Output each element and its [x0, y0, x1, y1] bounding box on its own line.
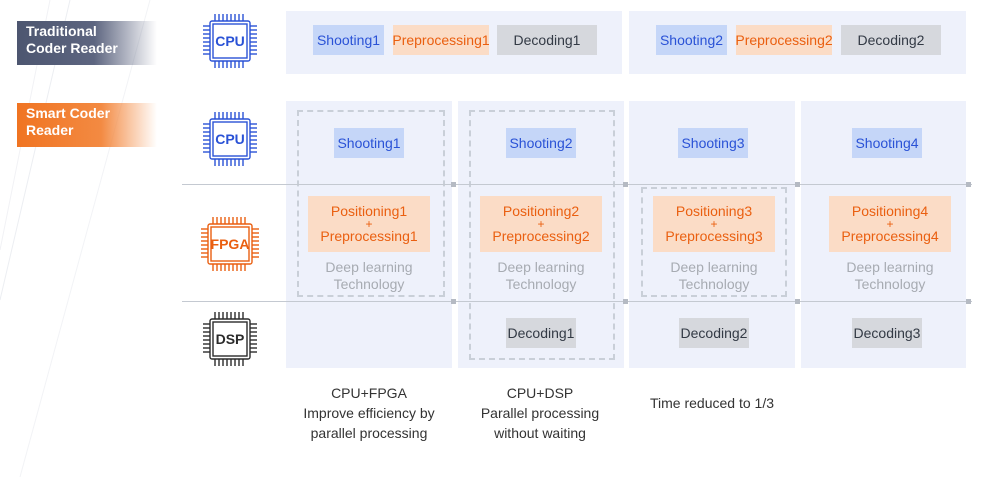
deep-learning-line2: Technology — [505, 276, 577, 292]
caption-line: Time reduced to 1/3 — [650, 395, 774, 411]
smart-positioning-box: Positioning3 + Preprocessing3 — [653, 196, 775, 252]
positioning-text: Positioning4 — [851, 203, 929, 219]
separator-dot — [795, 299, 800, 304]
separator-dot — [966, 299, 971, 304]
smart-decoding-box: Decoding2 — [679, 318, 749, 348]
separator-dot — [966, 182, 971, 187]
separator-cpu-fpga — [182, 184, 972, 185]
separator-dot — [623, 299, 628, 304]
positioning-text: Positioning3 — [675, 203, 753, 219]
smart-shooting-box: Shooting1 — [334, 128, 404, 158]
deep-learning-line1: Deep learning — [670, 259, 758, 275]
dsp-chip-icon: DSP — [203, 312, 257, 366]
trad-shooting-box: Shooting2 — [656, 25, 727, 55]
caption-line: Improve efficiency by — [303, 405, 435, 421]
separator-dot — [451, 182, 456, 187]
smart-positioning-box: Positioning2 + Preprocessing2 — [480, 196, 602, 252]
cpu-chip-icon: CPU — [203, 14, 257, 68]
preprocessing-text: Preprocessing3 — [665, 228, 763, 244]
deep-learning-caption: Deep learning Technology — [653, 259, 775, 293]
positioning-text: Positioning1 — [330, 203, 408, 219]
smart-decoding-box: Decoding1 — [506, 318, 576, 348]
trad-decoding-box: Decoding2 — [841, 25, 941, 55]
plus-sign: + — [365, 217, 373, 231]
plus-sign: + — [537, 217, 545, 231]
preprocessing-text: Preprocessing2 — [492, 228, 590, 244]
deep-learning-caption: Deep learning Technology — [829, 259, 951, 293]
fpga-chip-icon: FPGA — [201, 217, 259, 271]
deep-learning-caption: Deep learning Technology — [308, 259, 430, 293]
smart-positioning-box: Positioning1 + Preprocessing1 — [308, 196, 430, 252]
deep-learning-caption: Deep learning Technology — [480, 259, 602, 293]
positioning-text: Positioning2 — [502, 203, 580, 219]
preprocessing-text: Preprocessing4 — [841, 228, 939, 244]
dsp-chip-label: DSP — [216, 331, 245, 347]
deep-learning-line1: Deep learning — [846, 259, 934, 275]
cpu-chip-icon: CPU — [203, 112, 257, 166]
cpu-top-chip-label: CPU — [215, 33, 245, 49]
caption-line: parallel processing — [310, 425, 428, 441]
deep-learning-line1: Deep learning — [325, 259, 413, 275]
smart-positioning-box: Positioning4 + Preprocessing4 — [829, 196, 951, 252]
separator-dot — [623, 182, 628, 187]
fpga-chip-label: FPGA — [211, 236, 250, 252]
caption-line: Parallel processing — [480, 405, 600, 421]
dashed-group-1 — [297, 110, 445, 297]
trad-preprocessing-box: Preprocessing1 — [392, 25, 490, 55]
preprocessing-text: Preprocessing1 — [320, 228, 418, 244]
traditional-coder-reader-label: Traditional Coder Reader — [17, 21, 157, 65]
deep-learning-line1: Deep learning — [497, 259, 585, 275]
caption-line: CPU+FPGA — [331, 385, 407, 401]
deep-learning-line2: Technology — [678, 276, 750, 292]
cpu-smart-chip-label: CPU — [215, 131, 245, 147]
traditional-label-text: Traditional Coder Reader — [26, 23, 118, 56]
trad-preprocessing-box: Preprocessing2 — [735, 25, 833, 55]
caption-cpu-fpga: CPU+FPGA Improve efficiency by parallel … — [289, 383, 449, 443]
deep-learning-line2: Technology — [333, 276, 405, 292]
smart-label-text: Smart Coder Reader — [26, 105, 111, 138]
caption-cpu-dsp: CPU+DSP Parallel processing without wait… — [460, 383, 620, 443]
separator-fpga-dsp — [182, 301, 972, 302]
dashed-group-2 — [469, 110, 615, 360]
smart-shooting-box: Shooting4 — [852, 128, 922, 158]
plus-sign: + — [886, 217, 894, 231]
caption-line: CPU+DSP — [506, 385, 574, 401]
trad-decoding-box: Decoding1 — [497, 25, 597, 55]
trad-shooting-box: Shooting1 — [313, 25, 384, 55]
caption-line: without waiting — [494, 425, 586, 441]
smart-shooting-box: Shooting2 — [506, 128, 576, 158]
smart-coder-reader-label: Smart Coder Reader — [17, 103, 157, 147]
smart-decoding-box: Decoding3 — [852, 318, 922, 348]
dashed-group-3 — [641, 187, 787, 297]
plus-sign: + — [710, 217, 718, 231]
deep-learning-line2: Technology — [854, 276, 926, 292]
caption-time-reduced: Time reduced to 1/3 — [632, 393, 792, 413]
separator-dot — [795, 182, 800, 187]
smart-shooting-box: Shooting3 — [678, 128, 748, 158]
separator-dot — [451, 299, 456, 304]
